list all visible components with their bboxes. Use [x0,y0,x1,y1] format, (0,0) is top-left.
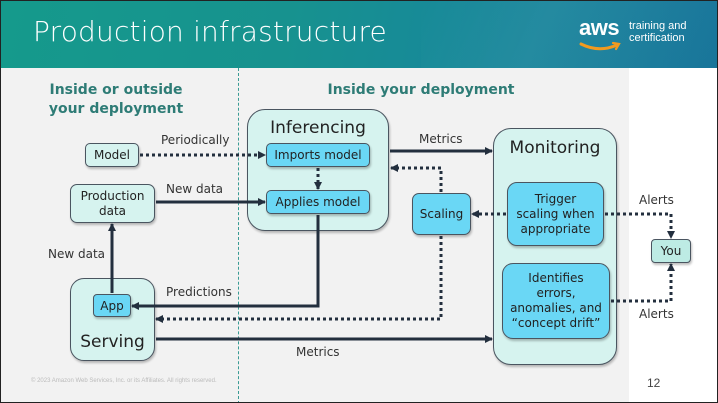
label-new-data-top: New data [166,182,224,196]
label-predictions: Predictions [166,285,232,299]
app-node: App [93,294,131,317]
aws-logo: aws training and certification [579,15,709,53]
label-periodically: Periodically [161,133,230,147]
label-alerts-top: Alerts [639,193,674,207]
production-data-node: Production data [70,184,155,223]
slide-title: Production infrastructure [33,15,387,48]
section-label-inside-or-outside: Inside or outside your deployment [48,82,184,117]
inferencing-title: Inferencing [270,118,366,138]
page-number: 12 [647,376,661,390]
label-alerts-bottom: Alerts [639,307,674,321]
imports-model-node: Imports model [266,143,370,167]
right-margin [629,68,717,402]
logo-tagline-line2: certification [629,32,685,44]
label-metrics-top: Metrics [419,132,463,146]
identifies-errors-node: Identifies errors, anomalies, and “conce… [502,263,610,339]
you-node: You [651,239,691,263]
header-bar: Production infrastructure aws training a… [1,1,717,68]
section-label-inside: Inside your deployment [327,82,515,98]
trigger-scaling-node: Trigger scaling when appropriate [507,182,604,246]
logo-tagline: training and certification [629,20,687,44]
header-decoration [421,1,717,68]
serving-container: Serving [70,278,155,361]
serving-title: Serving [80,332,145,352]
applies-model-node: Applies model [266,190,370,214]
copyright-notice: © 2023 Amazon Web Services, Inc. or its … [31,378,217,384]
label-metrics-bottom: Metrics [296,345,340,359]
monitoring-title: Monitoring [509,138,601,158]
label-new-data-left: New data [48,247,106,261]
logo-brand: aws [579,15,620,40]
scaling-node: Scaling [412,193,471,235]
model-node: Model [85,143,139,167]
deployment-divider [238,68,239,402]
aws-smile-icon [579,41,621,51]
logo-tagline-line1: training and [629,20,687,32]
